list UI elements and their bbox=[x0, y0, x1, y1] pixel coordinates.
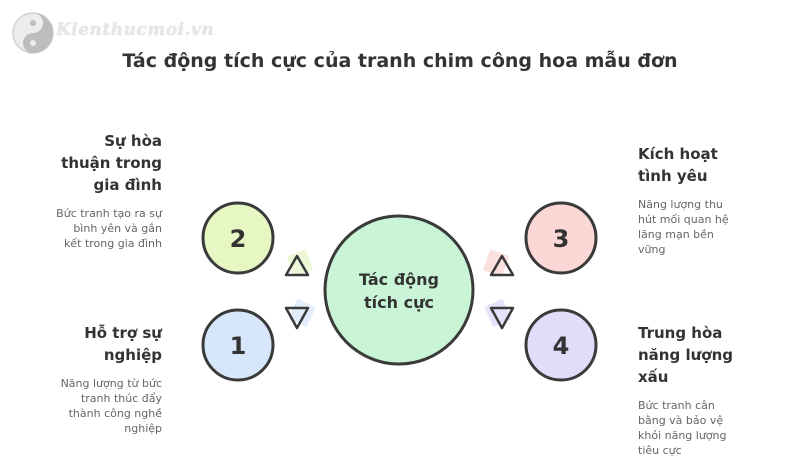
watermark-text: Kienthucmoi.vn bbox=[56, 20, 215, 40]
center-node: Tác động tích cực bbox=[323, 214, 475, 366]
node-4-number: 4 bbox=[553, 332, 570, 360]
node-2: 2 bbox=[201, 201, 275, 275]
node-1-circle bbox=[201, 308, 275, 382]
item-3-description-line: lãng mạn bền bbox=[638, 228, 714, 241]
node-1: 1 bbox=[201, 308, 275, 382]
item-1-heading-line: Hỗ trợ sự bbox=[84, 324, 162, 342]
item-1-heading-line: nghiệp bbox=[103, 346, 162, 364]
watermark-logo: Kienthucmoi.vn bbox=[6, 8, 214, 56]
item-2-block: Sự hòa thuận trong gia đình Bức tranh tạ… bbox=[0, 130, 162, 251]
item-2-heading-line: Sự hòa bbox=[104, 132, 162, 150]
item-4-heading-line: năng lượng bbox=[638, 346, 733, 364]
item-3-heading: Kích hoạt tình yêu bbox=[638, 143, 798, 187]
item-1-description-line: Năng lượng từ bức bbox=[60, 377, 162, 390]
item-2-description-line: Bức tranh tạo ra sự bbox=[56, 207, 162, 220]
item-3-description-line: Năng lượng thu bbox=[638, 198, 723, 211]
item-4-block: Trung hòa năng lượng xấu Bức tranh cân b… bbox=[638, 322, 798, 458]
item-3-description-line: vững bbox=[638, 243, 666, 256]
item-2-description-line: bình yên và gắn bbox=[73, 222, 162, 235]
item-4-description-line: khỏi năng lượng bbox=[638, 429, 727, 442]
item-4-description: Bức tranh cân bằng và bảo vệ khỏi năng l… bbox=[638, 398, 798, 458]
item-1-description-line: nghiệp bbox=[124, 422, 162, 435]
node-3-number: 3 bbox=[553, 225, 570, 253]
item-4-heading-line: xấu bbox=[638, 368, 669, 386]
node-4-circle bbox=[524, 308, 598, 382]
item-1-description-line: thành công nghề bbox=[68, 407, 162, 420]
node-3-circle bbox=[524, 201, 598, 275]
node-2-circle bbox=[201, 201, 275, 275]
item-1-heading: Hỗ trợ sự nghiệp bbox=[0, 322, 162, 366]
item-2-description: Bức tranh tạo ra sự bình yên và gắn kết … bbox=[0, 206, 162, 251]
item-2-description-line: kết trong gia đình bbox=[64, 237, 162, 250]
node-4: 4 bbox=[524, 308, 598, 382]
arrow-up-left bbox=[284, 254, 310, 277]
center-circle bbox=[323, 214, 475, 366]
item-2-heading: Sự hòa thuận trong gia đình bbox=[0, 130, 162, 196]
item-3-description: Năng lượng thu hút mối quan hệ lãng mạn … bbox=[638, 197, 798, 257]
item-2-heading-line: gia đình bbox=[93, 176, 162, 194]
center-label-line1: Tác động bbox=[359, 270, 439, 289]
item-4-description-line: Bức tranh cân bbox=[638, 399, 715, 412]
item-2-heading-line: thuận trong bbox=[61, 154, 162, 172]
arrow-down-right bbox=[489, 306, 515, 330]
page-title: Tác động tích cực của tranh chim công ho… bbox=[122, 50, 678, 72]
item-3-heading-line: tình yêu bbox=[638, 167, 708, 185]
item-1-block: Hỗ trợ sự nghiệp Năng lượng từ bức tranh… bbox=[0, 322, 162, 436]
yin-yang-icon bbox=[12, 12, 54, 54]
center-label-line2: tích cực bbox=[364, 293, 434, 312]
arrow-down-left bbox=[284, 306, 310, 330]
item-4-heading-line: Trung hòa bbox=[638, 324, 723, 342]
item-1-description: Năng lượng từ bức tranh thúc đẩy thành c… bbox=[0, 376, 162, 436]
item-1-description-line: tranh thúc đẩy bbox=[80, 392, 162, 405]
item-4-heading: Trung hòa năng lượng xấu bbox=[638, 322, 798, 388]
item-4-description-line: bằng và bảo vệ bbox=[638, 414, 724, 427]
node-3: 3 bbox=[524, 201, 598, 275]
node-1-number: 1 bbox=[230, 332, 247, 360]
item-4-description-line: tiêu cực bbox=[638, 444, 682, 457]
item-3-description-line: hút mối quan hệ bbox=[638, 213, 729, 226]
item-3-block: Kích hoạt tình yêu Năng lượng thu hút mố… bbox=[638, 143, 798, 257]
node-2-number: 2 bbox=[230, 225, 247, 253]
arrow-up-right bbox=[489, 254, 515, 277]
item-3-heading-line: Kích hoạt bbox=[638, 145, 718, 163]
